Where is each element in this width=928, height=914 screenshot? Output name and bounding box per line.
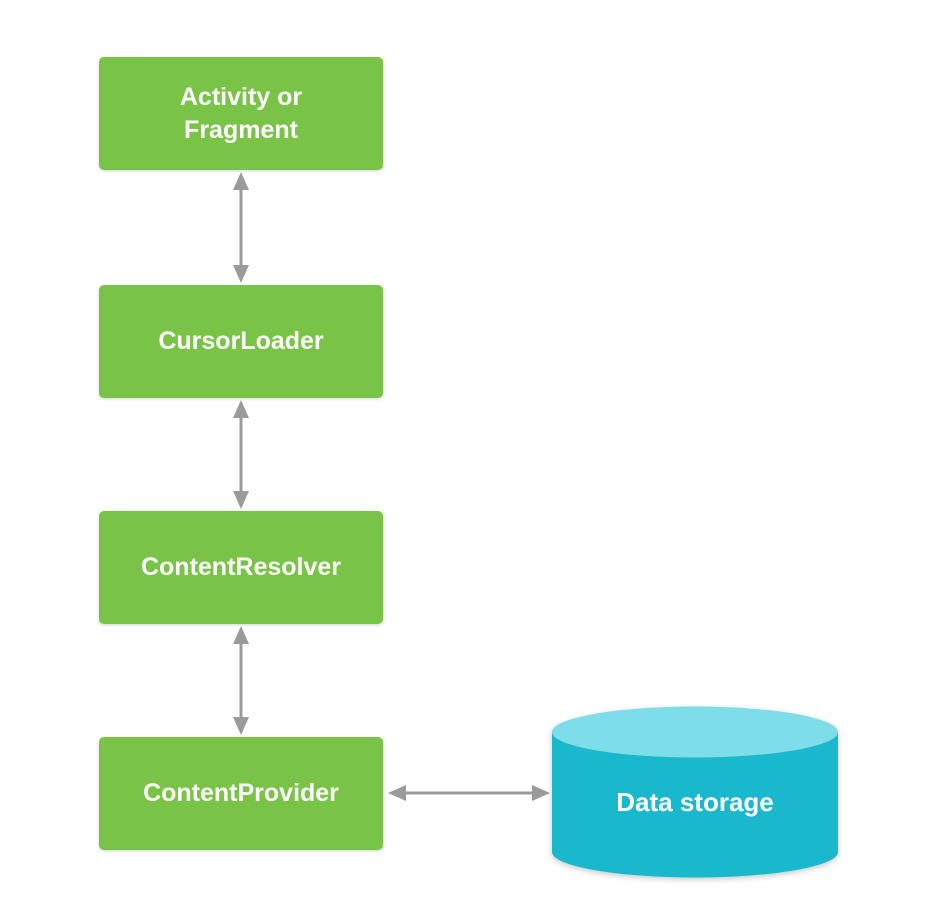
arrow-cursorloader-contentresolver-icon: [233, 400, 249, 509]
arrow-contentprovider-datastorage-icon: [388, 785, 550, 801]
node-contentprovider-label: ContentProvider: [143, 779, 339, 808]
node-data-storage: Data storage: [552, 706, 838, 878]
node-contentprovider: ContentProvider: [99, 737, 383, 850]
node-cursorloader-label: CursorLoader: [158, 327, 324, 356]
arrow-contentresolver-contentprovider-icon: [233, 626, 249, 735]
node-activity-or-fragment-label: Activity or Fragment: [179, 83, 303, 144]
node-contentresolver: ContentResolver: [99, 511, 383, 624]
database-cylinder-icon: [552, 706, 838, 878]
node-cursorloader: CursorLoader: [99, 285, 383, 398]
node-data-storage-label: Data storage: [616, 786, 774, 817]
node-contentresolver-label: ContentResolver: [140, 553, 342, 582]
arrow-activity-cursorloader-icon: [233, 172, 249, 283]
node-activity-or-fragment: Activity or Fragment: [99, 57, 383, 170]
